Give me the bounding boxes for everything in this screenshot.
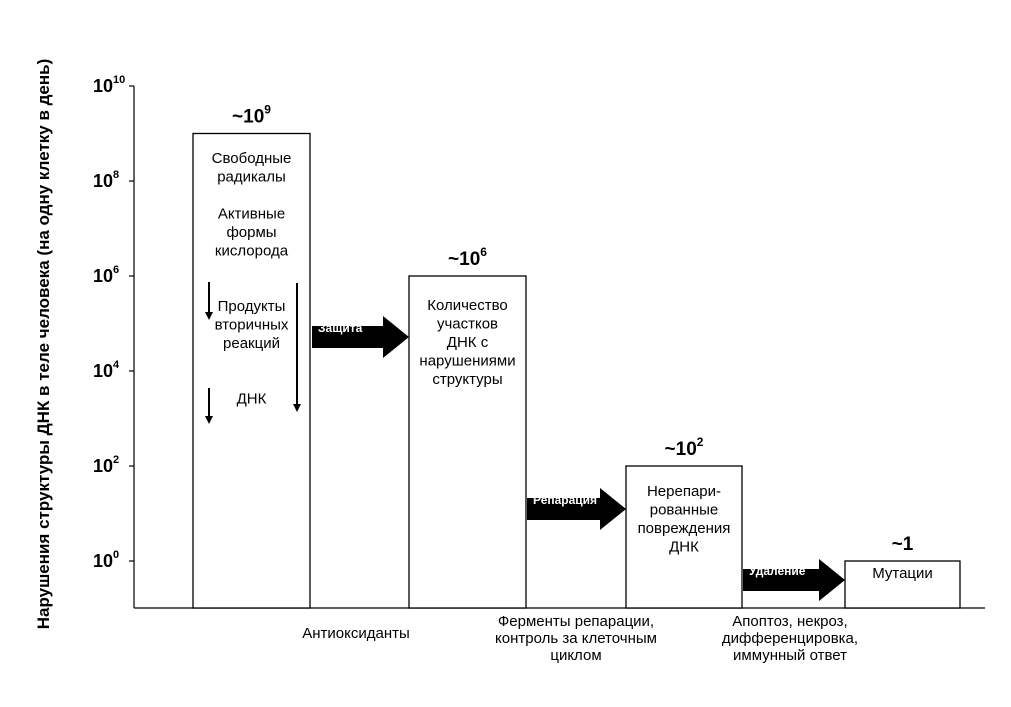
- bar-text-line: Нерепари-: [647, 483, 721, 500]
- y-tick-label: 1010: [93, 74, 125, 96]
- bar-text-line: формы: [226, 224, 276, 241]
- bar-text-line: Количество: [427, 297, 508, 314]
- y-tick-label: 102: [93, 454, 119, 476]
- transition-arrow-label: Репарация: [533, 493, 597, 507]
- down-arrow-head: [205, 312, 213, 320]
- bar-value-label: ~1: [892, 534, 914, 555]
- bar: [625, 465, 743, 609]
- down-arrow-head: [205, 416, 213, 424]
- transition-arrow: [527, 488, 626, 530]
- bar-value-label: ~109: [232, 103, 271, 128]
- transition-arrow-label: Защита: [318, 321, 363, 335]
- transition-arrow: [743, 559, 845, 601]
- transition-arrow-label: Удаление: [749, 564, 806, 578]
- bar-text-line: радикалы: [217, 169, 286, 186]
- transition-description-line: Антиоксиданты: [302, 625, 410, 642]
- bar-text-line: ДНК: [669, 539, 699, 556]
- bar-text-line: реакций: [223, 335, 280, 352]
- bar-text-line: Продукты: [218, 298, 286, 315]
- transition-description-line: Ферменты репарации,: [498, 613, 654, 630]
- transition-description-line: контроль за клеточным: [495, 630, 657, 647]
- transition-description-line: циклом: [550, 647, 601, 664]
- bar-text-line: Мутации: [872, 565, 933, 582]
- bar-text-line: участков: [437, 316, 498, 333]
- y-tick-label: 106: [93, 264, 119, 286]
- bar-text-line: кислорода: [215, 243, 289, 260]
- bar-text-line: ДНК с: [447, 334, 489, 351]
- bar-text-line: вторичных: [215, 317, 289, 334]
- bar-text-line: Свободные: [212, 150, 292, 167]
- y-tick-label: 100: [93, 549, 119, 571]
- bar-text-line: рованные: [650, 502, 719, 519]
- bar-text-line: ДНК: [237, 391, 267, 408]
- bar-value-label: ~102: [665, 435, 704, 460]
- y-ticks: 100 102 104 106 108 1010: [93, 74, 134, 571]
- transition-description-line: дифференцировка,: [722, 630, 858, 647]
- y-tick-label: 108: [93, 169, 119, 191]
- down-arrow-head: [293, 404, 301, 412]
- transition-description-line: иммунный ответ: [733, 647, 847, 664]
- bar: [408, 275, 527, 609]
- bar-text-line: структуры: [432, 371, 502, 388]
- y-tick-label: 104: [93, 359, 120, 381]
- bar-value-label: ~106: [448, 245, 487, 270]
- bar-text-line: нарушениями: [419, 353, 515, 370]
- y-axis-label: Нарушения структуры ДНК в теле человека …: [34, 59, 53, 630]
- transition-arrow: [312, 316, 409, 358]
- bar-text-line: повреждения: [638, 520, 731, 537]
- bar-text-line: Активные: [218, 206, 285, 223]
- bar: [844, 560, 961, 609]
- bottom-labels: Антиоксиданты Ферменты репарации,контроль…: [302, 613, 858, 664]
- transition-description-line: Апоптоз, некроз,: [732, 613, 847, 630]
- bar: [192, 132, 311, 609]
